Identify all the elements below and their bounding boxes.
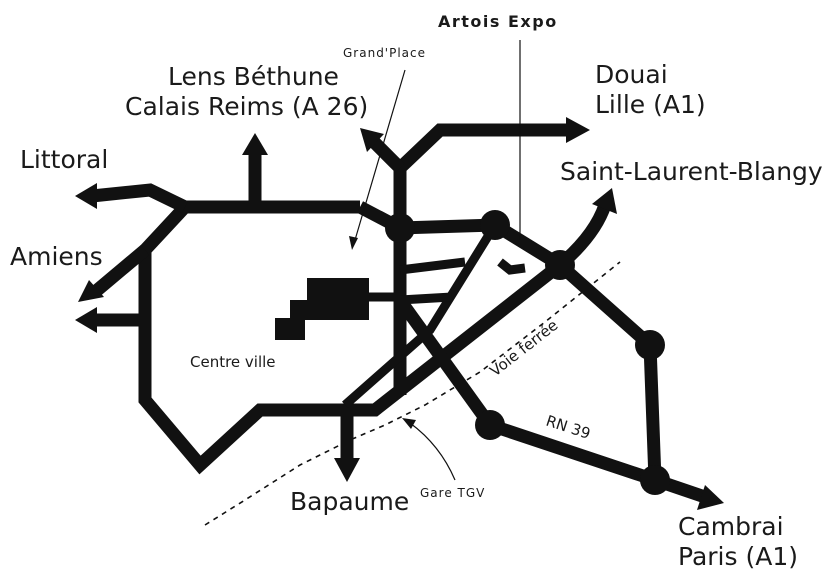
junction-cambrai-node	[640, 465, 670, 495]
road-inner-east	[356, 201, 564, 271]
label-voie-ferree: Voie ferrée	[486, 316, 561, 380]
pointer-grand-place-tip-icon	[349, 236, 358, 250]
arrow-northwest-icon	[360, 128, 384, 152]
label-lens-line2: Calais Reims (A 26)	[125, 92, 368, 121]
road-inner-diagonal	[342, 222, 499, 409]
label-bapaume: Bapaume	[290, 487, 409, 516]
label-saint-laurent: Saint-Laurent-Blangy	[560, 157, 823, 186]
label-lens-line1: Lens Béthune	[168, 62, 339, 91]
label-littoral: Littoral	[20, 145, 108, 174]
arrow-douai-icon	[566, 117, 590, 143]
label-rn39: RN 39	[544, 412, 593, 443]
label-gare-tgv: Gare TGV	[420, 486, 485, 500]
junction-grand-place-node	[385, 213, 415, 243]
road-inner-rung-2	[399, 292, 453, 305]
label-douai-line1: Douai	[595, 60, 668, 89]
road-littoral	[91, 183, 188, 213]
road-northwest-spur	[367, 135, 405, 173]
centre-ville-block-small	[275, 318, 305, 340]
label-cambrai-line2: Paris (A1)	[678, 542, 798, 571]
road-south-diagonal	[394, 296, 496, 429]
label-artois-expo: Artois Expo	[438, 12, 558, 31]
pointer-grand-place	[354, 69, 406, 241]
label-centre-ville: Centre ville	[190, 353, 276, 371]
ring-road-west	[138, 200, 565, 475]
arrow-cambrai-icon	[697, 485, 724, 510]
road-north-axis	[393, 123, 568, 395]
centre-ville-block-main	[307, 278, 369, 320]
arrow-amiens-icon	[78, 280, 104, 302]
label-amiens: Amiens	[10, 242, 103, 271]
arrow-amiens-2-icon	[75, 307, 97, 333]
label-cambrai-line1: Cambrai	[678, 512, 784, 541]
road-inner-rung-1	[399, 257, 466, 275]
arrow-bapaume-icon	[334, 458, 360, 482]
junction-artois-node	[480, 210, 510, 240]
junction-rn39-west-node	[475, 410, 505, 440]
artois-expo-marker	[497, 258, 526, 275]
junction-triangle-node	[635, 330, 665, 360]
label-douai-line2: Lille (A1)	[595, 90, 706, 119]
road-amiens	[90, 245, 150, 297]
label-grand-place: Grand'Place	[343, 46, 426, 60]
arrow-littoral-icon	[75, 183, 97, 209]
pointer-gare-tgv-tip-icon	[402, 418, 416, 429]
arrow-saint-laurent-icon	[592, 188, 617, 214]
pointer-gare-tgv	[409, 422, 456, 481]
road-rn39	[487, 418, 658, 487]
arrow-lens-icon	[242, 133, 268, 155]
junction-east-node	[545, 250, 575, 280]
centre-ville-block-mid	[290, 300, 315, 320]
